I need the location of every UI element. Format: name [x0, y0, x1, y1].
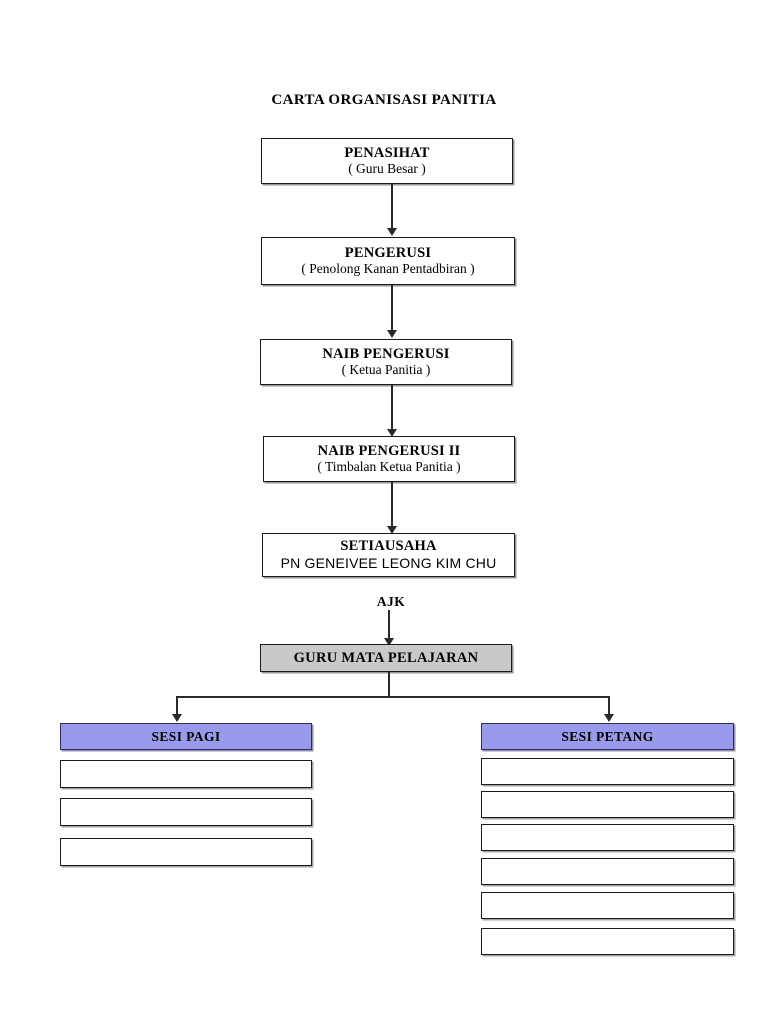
ajk-label: AJK — [376, 594, 406, 609]
list-item[interactable] — [481, 892, 734, 919]
node-penasihat-title: PENASIHAT — [344, 144, 430, 161]
connector-pengerusi-naib — [391, 285, 393, 332]
list-item[interactable] — [60, 798, 312, 826]
session-header-sesi-pagi-label: SESI PAGI — [151, 728, 221, 744]
connector-drop-sesi-pagi — [176, 696, 178, 718]
list-item[interactable] — [481, 791, 734, 818]
node-naib-pengerusi-title: NAIB PENGERUSI — [322, 345, 450, 362]
arrowhead-sesi-pagi — [172, 714, 182, 722]
arrowhead-naib-pengerusi — [387, 330, 397, 338]
session-header-sesi-petang[interactable]: SESI PETANG — [481, 723, 734, 750]
session-header-sesi-petang-label: SESI PETANG — [561, 728, 654, 744]
connector-naib2-setiausaha — [391, 482, 393, 528]
list-item[interactable] — [481, 758, 734, 785]
node-naib-pengerusi-ii-subtitle: ( Timbalan Ketua Panitia ) — [317, 459, 461, 475]
connector-ajk-guru — [388, 610, 390, 642]
node-setiausaha-subtitle: PN GENEIVEE LEONG KIM CHU — [280, 554, 497, 571]
node-guru-mata-pelajaran-title: GURU MATA PELAJARAN — [293, 649, 479, 666]
connector-session-bar — [176, 696, 610, 698]
connector-naib-naib2 — [391, 385, 393, 431]
list-item[interactable] — [481, 824, 734, 851]
node-naib-pengerusi[interactable]: NAIB PENGERUSI ( Ketua Panitia ) — [260, 339, 512, 385]
arrowhead-pengerusi — [387, 228, 397, 236]
node-pengerusi-subtitle: ( Penolong Kanan Pentadbiran ) — [301, 261, 475, 277]
node-penasihat-subtitle: ( Guru Besar ) — [348, 161, 426, 177]
page-title: CARTA ORGANISASI PANITIA — [271, 92, 497, 108]
node-naib-pengerusi-subtitle: ( Ketua Panitia ) — [341, 362, 431, 378]
node-naib-pengerusi-ii[interactable]: NAIB PENGERUSI II ( Timbalan Ketua Panit… — [263, 436, 515, 482]
node-penasihat[interactable]: PENASIHAT ( Guru Besar ) — [261, 138, 513, 184]
node-setiausaha[interactable]: SETIAUSAHA PN GENEIVEE LEONG KIM CHU — [262, 533, 515, 577]
node-naib-pengerusi-ii-title: NAIB PENGERUSI II — [317, 442, 461, 459]
list-item[interactable] — [60, 760, 312, 788]
session-header-sesi-pagi[interactable]: SESI PAGI — [60, 723, 312, 750]
node-setiausaha-title: SETIAUSAHA — [340, 538, 437, 555]
list-item[interactable] — [481, 858, 734, 885]
arrowhead-guru-mata-pelajaran — [384, 638, 394, 646]
arrowhead-naib-pengerusi-ii — [387, 429, 397, 437]
arrowhead-setiausaha — [387, 526, 397, 534]
node-guru-mata-pelajaran[interactable]: GURU MATA PELAJARAN — [260, 644, 512, 672]
connector-drop-sesi-petang — [608, 696, 610, 718]
node-pengerusi-title: PENGERUSI — [344, 244, 432, 261]
list-item[interactable] — [481, 928, 734, 955]
list-item[interactable] — [60, 838, 312, 866]
connector-guru-stem — [388, 672, 390, 698]
connector-penasihat-pengerusi — [391, 184, 393, 230]
node-pengerusi[interactable]: PENGERUSI ( Penolong Kanan Pentadbiran ) — [261, 237, 515, 285]
arrowhead-sesi-petang — [604, 714, 614, 722]
